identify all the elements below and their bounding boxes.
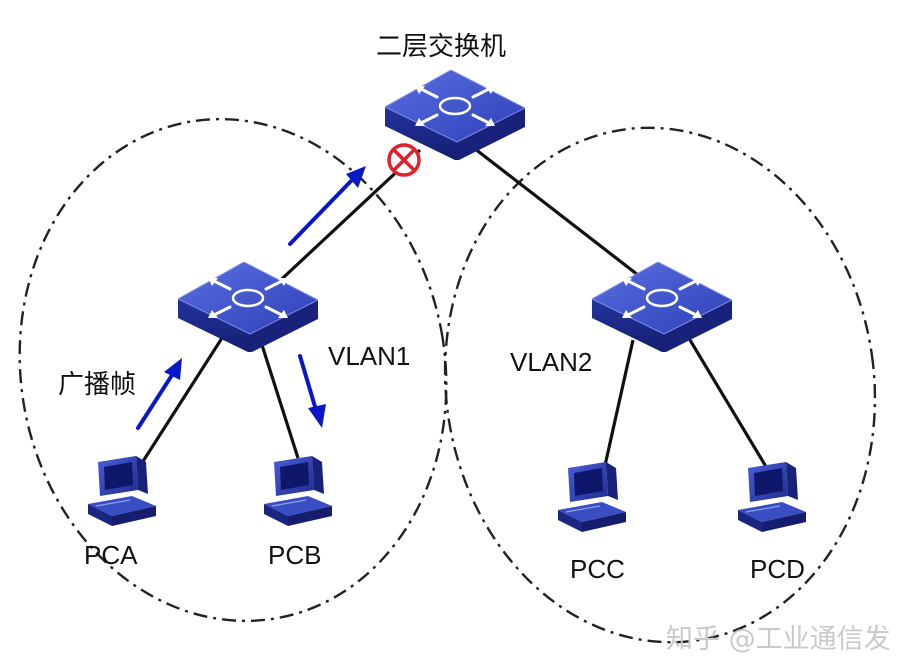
vlan2-label: VLAN2	[510, 347, 592, 377]
network-switch-icon	[178, 262, 318, 352]
link-switch1-pca	[138, 337, 224, 467]
access-switch-vlan2	[592, 262, 732, 352]
host-label-pcd: PCD	[750, 554, 805, 584]
link-switch2-pcc	[602, 339, 635, 471]
host-label-pcb: PCB	[268, 540, 321, 570]
link-switch1-pcb	[260, 344, 300, 459]
no-entry-icon	[387, 143, 421, 177]
link-core-switch2	[469, 143, 661, 294]
arrow-up-icon	[288, 166, 366, 246]
vlan1-label: VLAN1	[328, 341, 410, 371]
desktop-computer-icon	[557, 462, 627, 533]
desktop-computer-icon	[263, 456, 333, 527]
broadcast-frame-label: 广播帧	[58, 370, 136, 400]
arrow-up-icon	[136, 358, 182, 430]
vlan1-boundary	[18, 117, 448, 623]
host-label-pca: PCA	[84, 540, 138, 570]
desktop-computer-icon	[737, 462, 807, 533]
link-switch2-pcd	[688, 339, 770, 471]
desktop-computer-icon	[87, 456, 157, 527]
watermark: 知乎 @工业通信发	[666, 624, 891, 655]
host-label-pcc: PCC	[570, 554, 625, 584]
network-switch-icon	[592, 262, 732, 352]
diagram-title: 二层交换机	[376, 32, 506, 62]
arrow-down-icon	[298, 354, 326, 428]
access-switch-vlan1	[178, 262, 318, 352]
vlan2-boundary	[443, 126, 877, 644]
broadcast-arrows	[136, 166, 366, 430]
